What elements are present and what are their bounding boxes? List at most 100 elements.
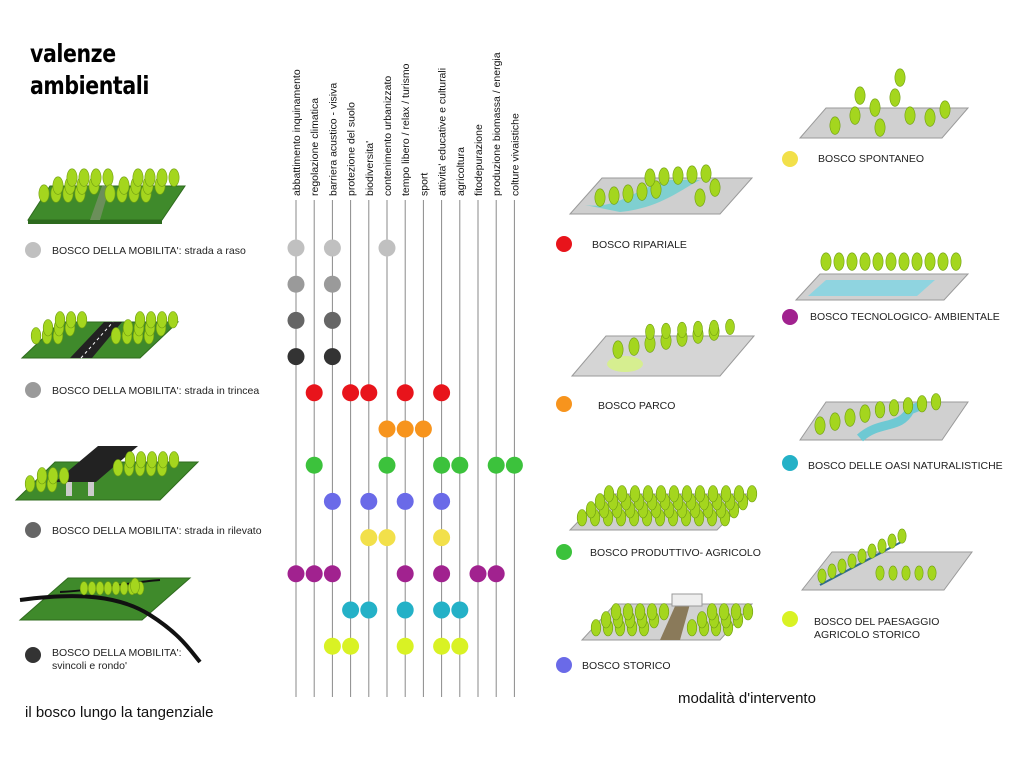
- legend-dot-mobility-rilevato: [25, 522, 41, 538]
- matrix-column-lines: [295, 200, 515, 697]
- tree-icon: [885, 252, 897, 271]
- tree-icon: [847, 553, 857, 569]
- tree-icon: [874, 401, 886, 419]
- tree-icon: [846, 252, 858, 271]
- tree-icon: [854, 86, 866, 105]
- tree-icon: [636, 182, 648, 201]
- tree-icon: [600, 611, 612, 629]
- tree-icon: [24, 475, 36, 493]
- tree-icon: [655, 485, 667, 503]
- viaduct-pillar: [88, 482, 94, 496]
- tree-icon: [168, 451, 180, 469]
- matrix-dot: [287, 565, 305, 583]
- matrix-dot: [433, 601, 451, 619]
- tree-icon: [916, 395, 928, 413]
- water-basin: [808, 280, 935, 296]
- matrix-dot: [323, 492, 341, 510]
- matrix-dot: [469, 565, 487, 583]
- column-header: fitodepurazione: [473, 124, 485, 196]
- tree-icon: [742, 603, 754, 621]
- tree-icon: [898, 252, 910, 271]
- tree-icon: [642, 485, 654, 503]
- tree-icon: [628, 337, 640, 356]
- tree-icon: [677, 321, 687, 338]
- legend-dot-ripariale: [556, 236, 572, 252]
- tree-icon: [877, 538, 887, 554]
- tree-icon: [58, 467, 70, 485]
- matrix-dot: [360, 492, 378, 510]
- matrix-dot: [342, 384, 360, 402]
- matrix-dot: [323, 239, 341, 257]
- tree-icon: [103, 581, 113, 596]
- legend-spontaneo: BOSCO SPONTANEO: [818, 153, 924, 165]
- tree-icon: [90, 168, 102, 187]
- tree-icon: [612, 340, 624, 359]
- tree-icon: [924, 108, 936, 127]
- matrix-dot: [487, 565, 505, 583]
- tree-icon: [718, 603, 730, 621]
- tree-icon: [901, 565, 911, 581]
- tree-icon: [833, 252, 845, 271]
- ground-plate: [799, 401, 969, 441]
- tree-icon: [700, 164, 712, 183]
- tree-icon: [829, 412, 841, 431]
- tree-icon: [686, 165, 698, 184]
- matrix-dot: [287, 275, 305, 293]
- tree-icon: [888, 399, 900, 417]
- tree-icon: [146, 451, 158, 469]
- legend-storico: BOSCO STORICO: [582, 660, 671, 672]
- tree-icon: [603, 485, 615, 503]
- tree-icon: [686, 619, 698, 637]
- tree-icon: [859, 404, 871, 423]
- tree-icon: [119, 581, 129, 596]
- tree-icon: [124, 451, 136, 469]
- matrix-dot: [396, 565, 414, 583]
- tree-icon: [629, 485, 641, 503]
- tree-icon: [134, 311, 146, 329]
- tree-icon: [867, 543, 877, 559]
- legend-dot-mobility-svincoli: [25, 647, 41, 663]
- tree-icon: [47, 467, 59, 485]
- tree-icon: [87, 581, 97, 596]
- tree-icon: [646, 603, 658, 621]
- legend-mobility-raso: BOSCO DELLA MOBILITA': strada a raso: [52, 245, 246, 257]
- matrix-dot: [360, 601, 378, 619]
- legend-mobility-svincoli-line1: BOSCO DELLA MOBILITA':: [52, 647, 182, 659]
- legend-ripariale: BOSCO RIPARIALE: [592, 239, 687, 251]
- tree-icon: [725, 318, 735, 335]
- tree-icon: [110, 327, 122, 345]
- tree-icon: [849, 106, 861, 125]
- legend-dot-produttivo: [556, 544, 572, 560]
- matrix-dot: [342, 601, 360, 619]
- tree-icon: [817, 568, 827, 584]
- column-header: regolazione climatica: [309, 98, 321, 196]
- tree-icon: [897, 528, 907, 544]
- viaduct-deck: [55, 446, 138, 482]
- tree-icon: [645, 323, 655, 340]
- tree-icon: [681, 485, 693, 503]
- legend-mobility-rilevato: BOSCO DELLA MOBILITA': strada in rilevat…: [52, 525, 262, 537]
- matrix-dot: [305, 565, 323, 583]
- matrix-dot: [323, 565, 341, 583]
- tree-icon: [707, 485, 719, 503]
- tree-icon: [576, 509, 588, 527]
- tree-icon: [156, 311, 168, 329]
- tree-icon: [78, 168, 90, 187]
- legend-paesaggio-line2: AGRICOLO STORICO: [814, 629, 920, 641]
- tree-icon: [902, 397, 914, 415]
- tree-icon: [36, 467, 48, 485]
- tree-icon: [869, 98, 881, 117]
- matrix-dot: [342, 637, 360, 655]
- column-header: tempo libero / relax / turismo: [400, 63, 412, 196]
- matrix-dot: [305, 456, 323, 474]
- tree-icon: [820, 252, 832, 271]
- tree-icon: [111, 581, 121, 596]
- tree-icon: [937, 252, 949, 271]
- legend-dot-spontaneo: [782, 151, 798, 167]
- legend-mobility-trincea: BOSCO DELLA MOBILITA': strada in trincea: [52, 385, 260, 397]
- matrix-dot: [396, 601, 414, 619]
- legend-parco: BOSCO PARCO: [598, 400, 676, 412]
- tree-icon: [167, 311, 179, 329]
